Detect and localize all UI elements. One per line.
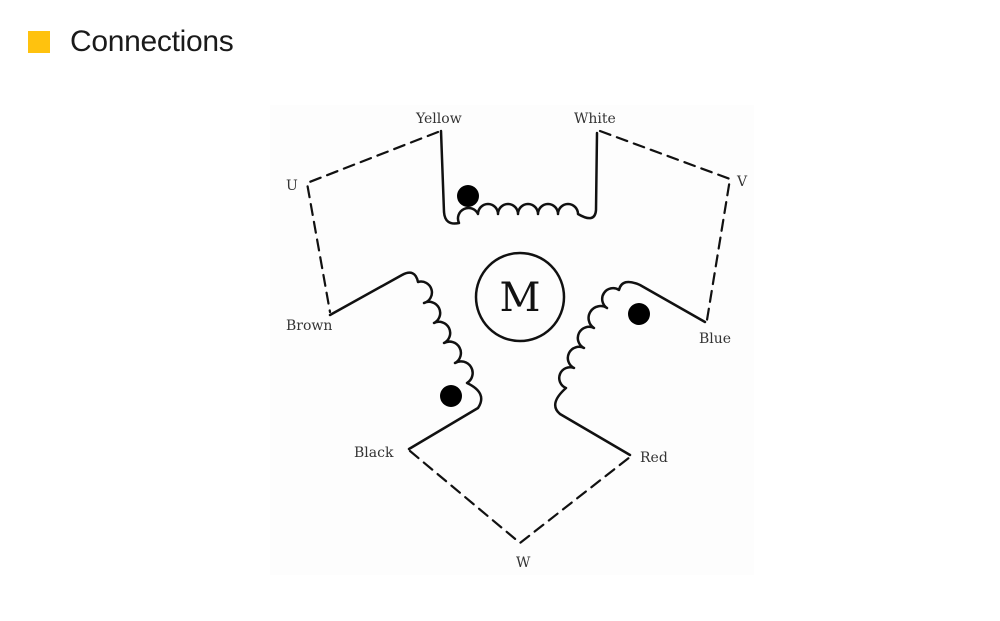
label-phase-w: W bbox=[516, 555, 531, 571]
label-phase-u: U bbox=[286, 178, 298, 194]
section-marker bbox=[28, 31, 50, 53]
polarity-dot-left bbox=[440, 385, 462, 407]
section-title: Connections bbox=[70, 25, 234, 58]
motor-circle bbox=[474, 251, 566, 343]
motor-label: M bbox=[500, 275, 541, 321]
label-red: Red bbox=[640, 450, 668, 466]
coil-blue-red bbox=[553, 280, 707, 457]
coil-brown-black bbox=[328, 271, 483, 451]
wiring-diagram: M Yellow White Brown Blue Black Red U V … bbox=[270, 105, 754, 575]
label-black: Black bbox=[354, 445, 394, 461]
wiring-diagram-svg: M Yellow White Brown Blue Black Red U V … bbox=[286, 111, 748, 571]
section-header: Connections bbox=[28, 22, 234, 62]
polarity-dot-right bbox=[628, 303, 650, 325]
label-yellow: Yellow bbox=[415, 111, 462, 127]
dashed-link-w bbox=[408, 449, 632, 545]
coil-yellow-white bbox=[439, 129, 599, 225]
dashed-link-v bbox=[598, 129, 732, 322]
dashed-link-u bbox=[305, 130, 440, 314]
label-phase-v: V bbox=[736, 174, 748, 190]
polarity-dot-top bbox=[457, 185, 479, 207]
label-white: White bbox=[574, 111, 616, 127]
label-blue: Blue bbox=[699, 331, 731, 347]
label-brown: Brown bbox=[286, 318, 332, 334]
